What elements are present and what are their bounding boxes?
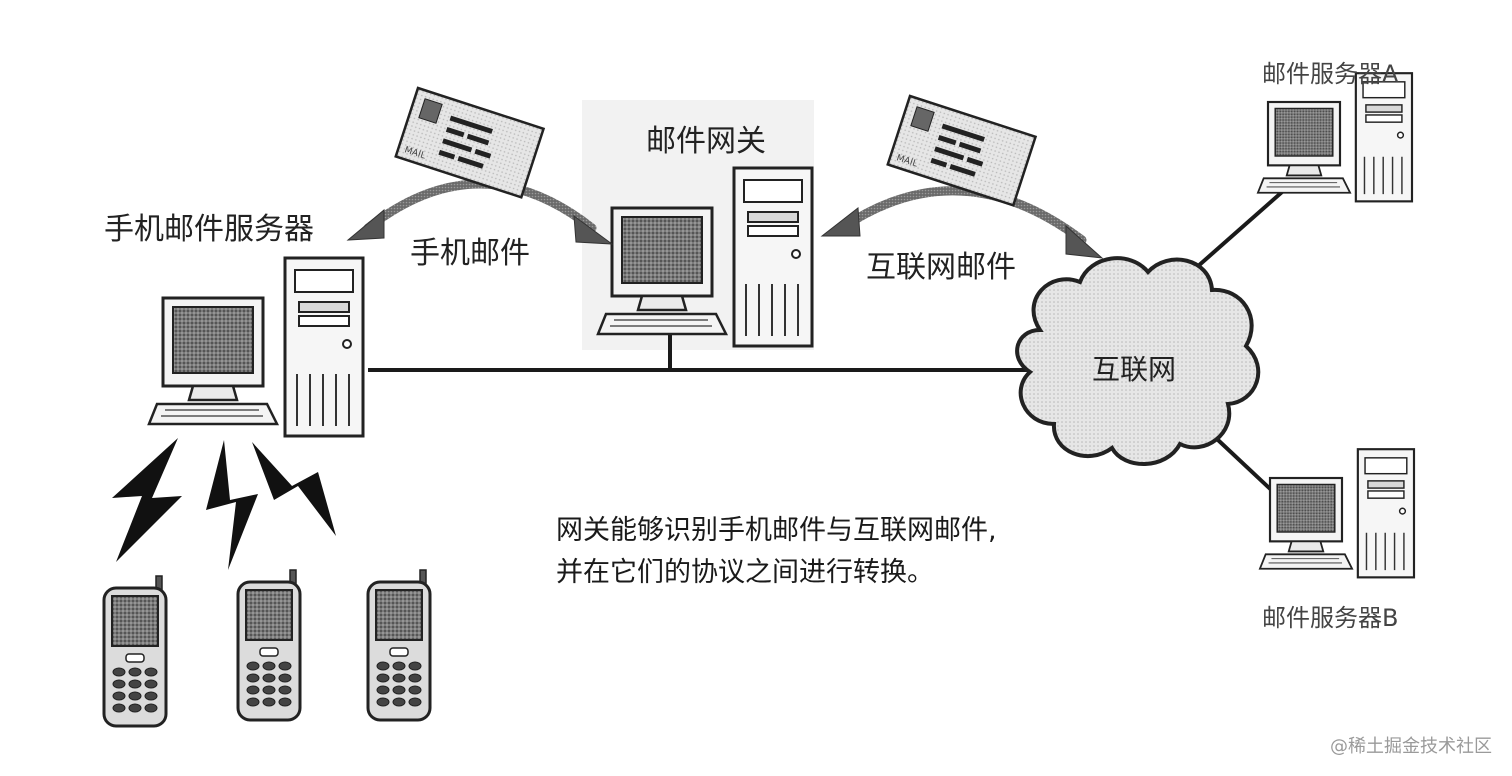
mobile-mail-label: 手机邮件 bbox=[410, 236, 530, 271]
mobile-mail-server-label: 手机邮件服务器 bbox=[104, 212, 314, 247]
mail-server-b-label: 邮件服务器B bbox=[1262, 604, 1399, 632]
envelope-icon-left bbox=[394, 86, 545, 199]
mail-gateway-label: 邮件网关 bbox=[646, 124, 766, 159]
mobile-phone-icon bbox=[102, 574, 168, 728]
internet-label: 互联网 bbox=[1092, 353, 1177, 386]
mobile-mail-server-computer-icon bbox=[147, 256, 365, 438]
envelope-icon-right bbox=[886, 94, 1037, 207]
caption: 网关能够识别手机邮件与互联网邮件, 并在它们的协议之间进行转换。 bbox=[556, 510, 997, 594]
caption-line-2: 并在它们的协议之间进行转换。 bbox=[556, 557, 934, 588]
lightning-icon bbox=[112, 438, 182, 562]
internet-cloud-icon bbox=[1015, 256, 1261, 466]
internet-mail-label: 互联网邮件 bbox=[866, 250, 1016, 285]
mobile-phone-icon bbox=[366, 568, 432, 722]
mail-server-a-computer-icon bbox=[1256, 72, 1414, 203]
lightning-icon bbox=[206, 440, 258, 570]
internet-mail-arrow-icon bbox=[820, 186, 1104, 259]
mail-server-a-label: 邮件服务器A bbox=[1262, 60, 1399, 88]
mobile-phone-icon bbox=[236, 568, 302, 722]
mail-server-b-computer-icon bbox=[1258, 448, 1416, 579]
lightning-icon bbox=[252, 442, 336, 536]
caption-line-1: 网关能够识别手机邮件与互联网邮件, bbox=[556, 515, 997, 546]
watermark: @稀土掘金技术社区 bbox=[1330, 736, 1492, 757]
